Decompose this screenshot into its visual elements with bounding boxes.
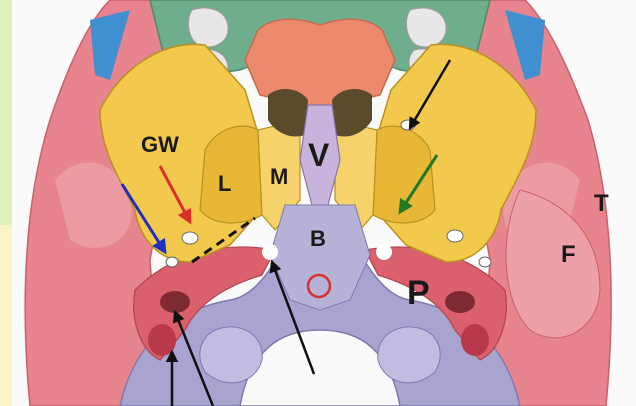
carotid-canal-right bbox=[445, 291, 475, 313]
carotid-canal-left bbox=[160, 291, 190, 313]
jugular-foramen-right bbox=[461, 324, 489, 356]
foramen-ovale-right bbox=[447, 230, 463, 242]
label-v: V bbox=[308, 137, 330, 173]
palatine-bone bbox=[245, 19, 395, 110]
condyle-right bbox=[378, 327, 440, 383]
foramen-spinosum-right bbox=[479, 257, 491, 267]
label-t: T bbox=[594, 190, 609, 217]
label-l: L bbox=[218, 171, 231, 196]
foramen-spinosum-left bbox=[166, 257, 178, 267]
label-p: P bbox=[407, 274, 430, 312]
left-strip-green bbox=[0, 0, 12, 225]
foramen-lacerum-right bbox=[376, 244, 392, 260]
jugular-foramen-left bbox=[148, 324, 176, 356]
left-strip-yellow bbox=[0, 225, 12, 406]
label-gw: GW bbox=[141, 132, 179, 157]
label-b: B bbox=[310, 226, 326, 251]
condyle-left bbox=[200, 327, 262, 383]
label-m: M bbox=[270, 164, 288, 189]
foramen-ovale-left bbox=[182, 232, 198, 244]
label-f: F bbox=[561, 241, 576, 268]
foramen-lacerum-left bbox=[262, 244, 278, 260]
